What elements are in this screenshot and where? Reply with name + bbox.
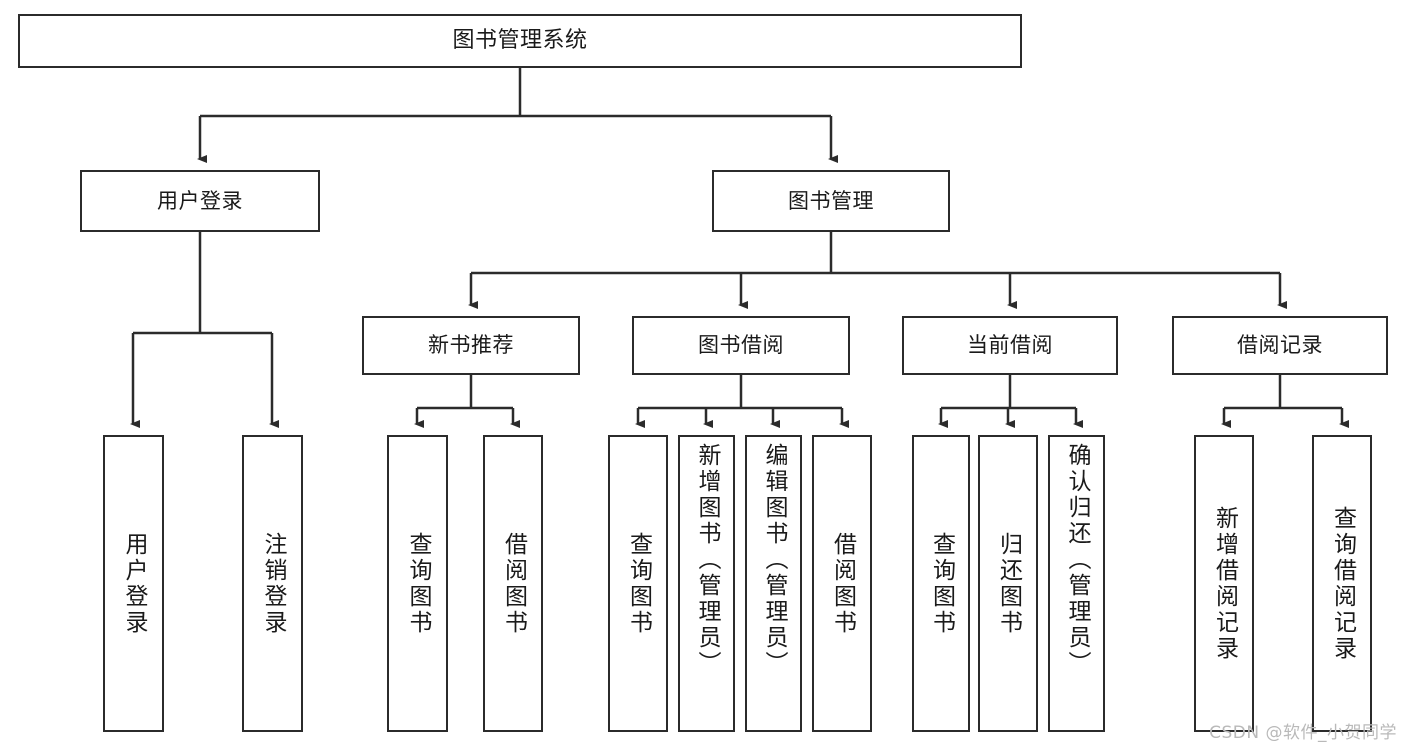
node-label: 图书管理: [788, 188, 874, 213]
node-leaf-10[interactable]: 确认归还（管理员）: [1048, 435, 1105, 732]
node-label: 借阅记录: [1237, 333, 1323, 358]
node-leaf-1[interactable]: 注销登录: [242, 435, 303, 732]
node-leaf-4[interactable]: 查询图书: [608, 435, 668, 732]
node-label: 查询图书: [928, 531, 955, 636]
node-level3-2[interactable]: 当前借阅: [902, 316, 1118, 375]
node-leaf-5[interactable]: 新增图书（管理员）: [678, 435, 735, 732]
node-label: 注销登录: [260, 531, 286, 636]
node-level3-1[interactable]: 图书借阅: [632, 316, 850, 375]
node-leaf-7[interactable]: 借阅图书: [812, 435, 872, 732]
node-label: 借阅图书: [500, 531, 527, 636]
node-label: 图书借阅: [698, 333, 784, 358]
node-label: 用户登录: [121, 531, 147, 636]
node-root[interactable]: 图书管理系统: [18, 14, 1022, 68]
node-label: 确认归还（管理员）: [1064, 443, 1090, 677]
node-level2-1[interactable]: 图书管理: [712, 170, 950, 232]
node-label: 当前借阅: [967, 333, 1053, 358]
node-label: 查询图书: [405, 531, 431, 636]
node-label: 新增借阅记录: [1211, 505, 1238, 662]
node-level3-0[interactable]: 新书推荐: [362, 316, 580, 375]
node-leaf-6[interactable]: 编辑图书（管理员）: [745, 435, 802, 732]
node-leaf-9[interactable]: 归还图书: [978, 435, 1038, 732]
node-level3-3[interactable]: 借阅记录: [1172, 316, 1388, 375]
node-leaf-11[interactable]: 新增借阅记录: [1194, 435, 1254, 732]
node-leaf-12[interactable]: 查询借阅记录: [1312, 435, 1372, 732]
node-label: 编辑图书（管理员）: [761, 443, 787, 677]
node-leaf-2[interactable]: 查询图书: [387, 435, 448, 732]
node-leaf-8[interactable]: 查询图书: [912, 435, 970, 732]
node-label: 新增图书（管理员）: [694, 443, 720, 677]
node-label: 借阅图书: [829, 531, 856, 636]
node-leaf-3[interactable]: 借阅图书: [483, 435, 543, 732]
node-label: 查询借阅记录: [1329, 505, 1356, 662]
node-label: 用户登录: [157, 188, 243, 213]
node-label: 归还图书: [995, 531, 1022, 636]
node-label: 查询图书: [625, 531, 652, 636]
node-label: 新书推荐: [428, 333, 514, 358]
node-leaf-0[interactable]: 用户登录: [103, 435, 164, 732]
watermark-label: CSDN @软件_小贺同学: [1209, 723, 1397, 743]
node-label: 图书管理系统: [452, 28, 588, 54]
node-level2-0[interactable]: 用户登录: [80, 170, 320, 232]
